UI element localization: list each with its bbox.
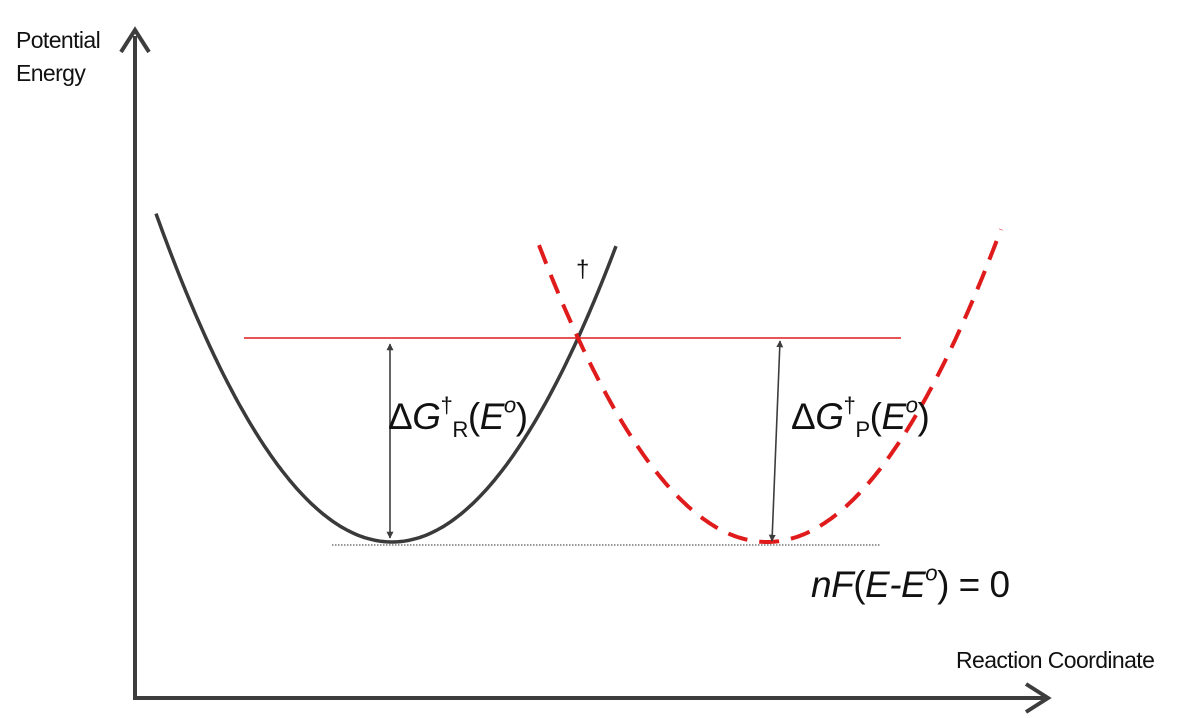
delta-symbol: Δ xyxy=(791,396,816,437)
equals-zero: = 0 xyxy=(948,564,1010,605)
close-paren: ) xyxy=(937,564,949,605)
product-activation-label: ΔG†P(Eo) xyxy=(791,394,930,441)
potential-symbol: E xyxy=(479,396,505,437)
potential-symbol: E xyxy=(881,396,906,437)
potential-symbol: E xyxy=(901,564,926,605)
product-subscript: P xyxy=(855,416,870,442)
open-paren: ( xyxy=(869,396,882,437)
open-paren: ( xyxy=(853,564,866,605)
open-paren: ( xyxy=(467,396,480,437)
reactant-curve xyxy=(154,213,618,544)
reactant-activation-label: ΔG†R(Eo) xyxy=(388,394,528,441)
dagger-superscript: † xyxy=(440,392,453,418)
product-activation-arrow xyxy=(768,340,784,542)
equilibrium-condition-label: nF(E-Eo) = 0 xyxy=(811,562,1010,605)
potential-symbol: E xyxy=(865,564,890,605)
gibbs-symbol: G xyxy=(815,396,844,437)
product-curve xyxy=(537,228,1003,544)
dagger-superscript: † xyxy=(843,392,856,418)
delta-symbol: Δ xyxy=(388,396,413,437)
y-axis-arrowhead xyxy=(119,26,151,54)
reactant-subscript: R xyxy=(452,416,468,442)
y-axis-label: Potential Energy xyxy=(16,27,101,86)
x-axis-arrowhead xyxy=(1024,682,1052,714)
standard-superscript: o xyxy=(905,392,918,418)
close-paren: ) xyxy=(917,396,930,437)
x-axis-label: Reaction Coordinate xyxy=(956,647,1155,673)
close-paren: ) xyxy=(515,396,528,437)
minus-sign: - xyxy=(889,564,902,605)
standard-superscript: o xyxy=(925,560,938,586)
standard-superscript: o xyxy=(503,392,516,418)
transition-state-label: † xyxy=(576,256,590,283)
nf-symbol: nF xyxy=(811,564,854,605)
gibbs-symbol: G xyxy=(412,396,441,437)
